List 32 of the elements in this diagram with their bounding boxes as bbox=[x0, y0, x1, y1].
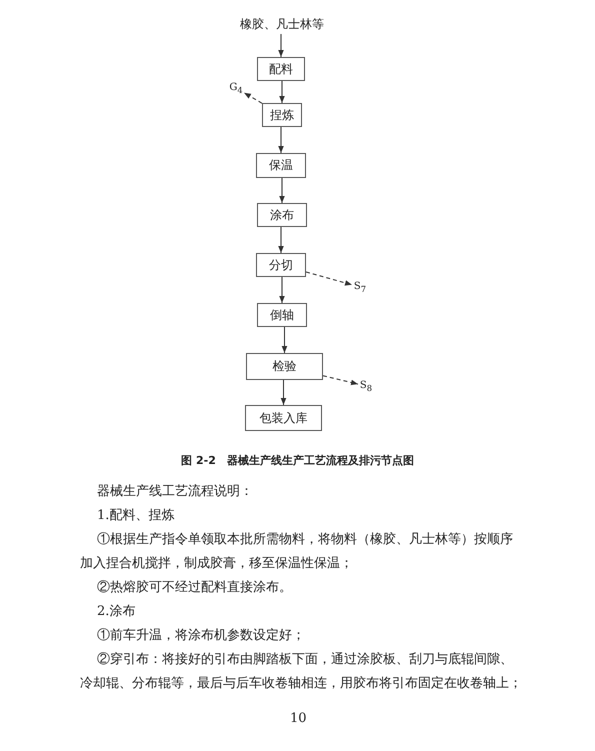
figure-caption: 图 2-2 器械生产线生产工艺流程及排污节点图 bbox=[180, 453, 415, 468]
emission-label: G$_{4}$ bbox=[228, 80, 244, 96]
page-number: 10 bbox=[290, 710, 308, 728]
process-box: 配料 bbox=[257, 57, 305, 81]
paragraph: ①根据生产指令单领取本批所需物料，将物料（橡胶、凡士林等）按顺序加入捏合机搅拌，制成胶膏，移至保温性保温； bbox=[80, 531, 514, 573]
paragraph: ②穿引布：将接好的引布由脚踏板下面，通过涂胶板、刮刀与底辊间隙、冷却辊、分布辊等，最后与后车收卷轴相连，用胶布将引布固定在收卷轴上； bbox=[80, 651, 523, 693]
dashed-arrow bbox=[306, 271, 352, 286]
arrow bbox=[279, 178, 285, 204]
dashed-arrow bbox=[244, 92, 262, 104]
paragraph: 1.配料、捏炼 bbox=[96, 507, 176, 525]
arrow bbox=[282, 326, 288, 354]
paragraph: 器械生产线工艺流程说明： bbox=[96, 483, 254, 501]
paragraph: ①前车升温，将涂布机参数设定好； bbox=[96, 627, 306, 645]
arrow bbox=[278, 126, 284, 154]
arrow bbox=[278, 34, 284, 58]
paragraph: ②热熔胶可不经过配料直接涂布。 bbox=[96, 579, 293, 597]
process-box: 检验 bbox=[246, 353, 323, 380]
arrow bbox=[278, 226, 284, 254]
process-box: 捏炼 bbox=[262, 103, 302, 127]
dashed-arrow bbox=[322, 375, 358, 386]
arrow bbox=[279, 276, 285, 304]
arrow bbox=[279, 80, 285, 104]
emission-label: S$_{7}$ bbox=[352, 279, 368, 295]
process-box: 涂布 bbox=[257, 203, 307, 227]
arrow bbox=[280, 380, 286, 406]
process-box: 保温 bbox=[256, 153, 306, 178]
process-box: 倒轴 bbox=[257, 303, 307, 327]
input-label: 橡胶、凡士林等 bbox=[240, 14, 324, 34]
process-box: 分切 bbox=[256, 253, 306, 277]
emission-label: S$_{8}$ bbox=[358, 378, 374, 394]
paragraph: 2.涂布 bbox=[96, 603, 136, 621]
process-box: 包装入库 bbox=[245, 405, 322, 431]
